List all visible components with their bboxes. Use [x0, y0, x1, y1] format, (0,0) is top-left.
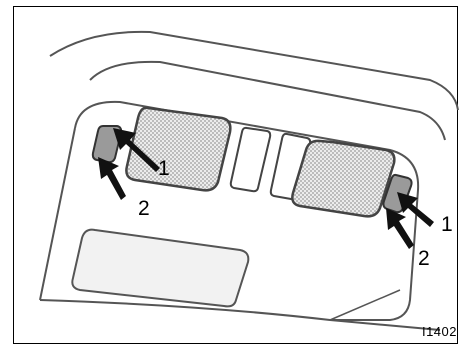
- center-switch-left: [231, 128, 270, 191]
- right-lamp-lens: [292, 141, 394, 216]
- callout-left-2: 2: [138, 198, 150, 219]
- callout-right-2: 2: [418, 248, 430, 269]
- press-arrow-icon: [386, 208, 414, 249]
- callout-left-1: 1: [158, 158, 170, 179]
- storage-compartment: [72, 230, 248, 307]
- console-front-edge: [40, 128, 75, 300]
- roof-liner-outer: [50, 32, 458, 110]
- left-lamp-lens: [126, 108, 230, 191]
- figure-id: I1402: [422, 324, 457, 339]
- callout-right-1: 1: [441, 214, 453, 235]
- press-arrow-icon: [98, 157, 126, 200]
- console-lower-edge: [40, 300, 440, 330]
- console-side-line: [330, 290, 400, 320]
